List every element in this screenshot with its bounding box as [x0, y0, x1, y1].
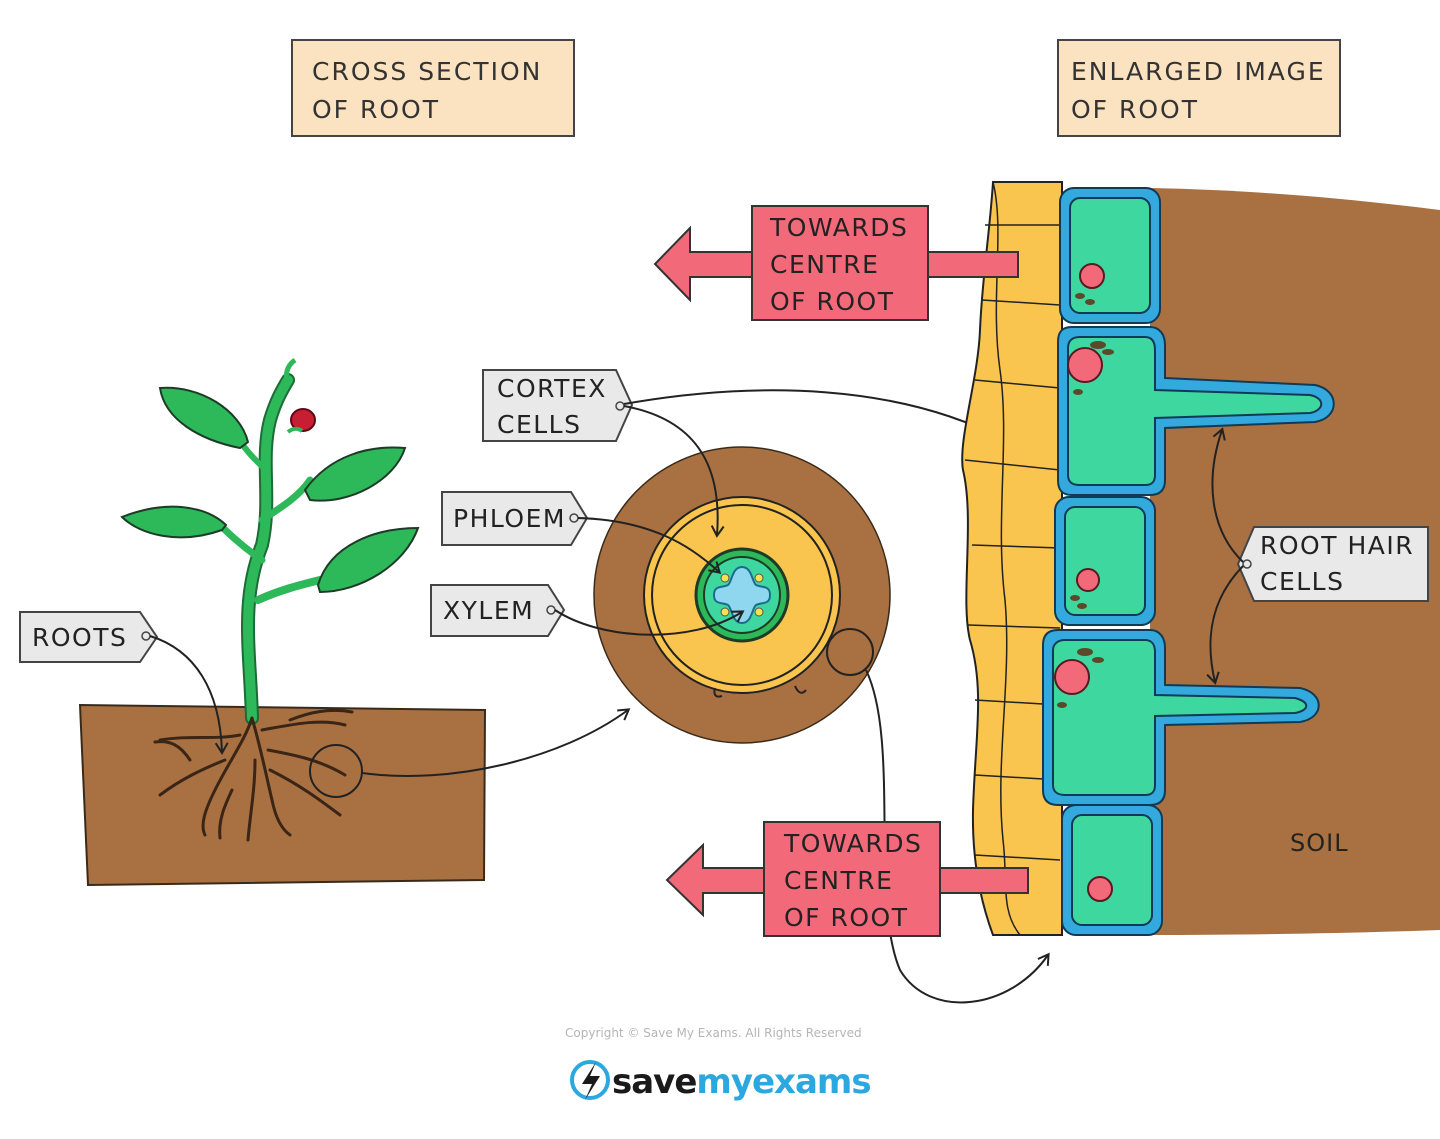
copyright-text: Copyright © Save My Exams. All Rights Re…: [565, 1026, 862, 1040]
zoom-arrow-to-cross-section: [361, 708, 631, 777]
epidermis-cell: [1059, 187, 1161, 324]
bottom-arrow-line1: TOWARDS: [783, 829, 922, 858]
cortex-label-line2: CELLS: [497, 410, 581, 439]
lightning-logo-icon: [570, 1060, 610, 1100]
cross-section-heading-line1: CROSS SECTION: [312, 57, 542, 86]
brand-exams: exams: [752, 1062, 871, 1102]
cross-section-heading-line2: OF ROOT: [312, 95, 440, 124]
root-hair-cells-label: ROOT HAIR CELLS: [1206, 427, 1429, 685]
leaf-icon: [158, 386, 250, 450]
svg-text:savemyexams: savemyexams: [612, 1062, 871, 1102]
phloem-label-text: PHLOEM: [453, 504, 566, 533]
soil-label: SOIL: [1290, 829, 1349, 857]
enlarged-image-heading: ENLARGED IMAGE OF ROOT: [1057, 39, 1341, 137]
brand-save: save: [612, 1062, 696, 1102]
plant-root-system: [153, 708, 354, 842]
roots-label-text: ROOTS: [32, 623, 127, 652]
cortex-label-line1: CORTEX: [497, 374, 607, 403]
bottom-arrow-line2: CENTRE: [784, 866, 893, 895]
root-hair-cell: [1057, 326, 1335, 496]
plant-stem: [243, 375, 293, 723]
top-arrow-line3: OF ROOT: [770, 287, 895, 316]
leaf-icon: [120, 505, 228, 539]
bottom-arrow-line3: OF ROOT: [784, 903, 909, 932]
flower-bud-icon: [290, 408, 316, 432]
root-magnify-circle: [309, 744, 363, 798]
epidermis-cell: [1054, 496, 1156, 626]
enlarged-heading-line1: ENLARGED IMAGE: [1071, 57, 1326, 86]
cortex-cells-label: CORTEX CELLS: [482, 369, 1008, 538]
top-arrow-line2: CENTRE: [770, 250, 879, 279]
plant-soil: [78, 703, 487, 887]
xylem-cross: [712, 565, 772, 625]
towards-centre-arrow-top: TOWARDS CENTRE OF ROOT: [653, 205, 1019, 321]
roots-label: ROOTS: [19, 611, 229, 755]
leaf-icon: [316, 526, 420, 594]
cross-section-magnify-circle: [826, 628, 874, 676]
epidermis-cell: [1061, 804, 1163, 936]
plant-illustration: [78, 357, 631, 887]
top-arrow-line1: TOWARDS: [769, 213, 908, 242]
root-hair-label-line2: CELLS: [1260, 567, 1344, 596]
enlarged-heading-line2: OF ROOT: [1071, 95, 1199, 124]
towards-centre-arrow-bottom: TOWARDS CENTRE OF ROOT: [665, 821, 1029, 937]
enlarged-cortex: [961, 181, 1063, 936]
brand-my: my: [696, 1062, 752, 1102]
xylem-label-text: XYLEM: [443, 596, 534, 625]
save-my-exams-logo: savemyexams: [570, 1060, 872, 1102]
enlarged-root: SOIL: [961, 181, 1440, 936]
root-hair-label-line1: ROOT HAIR: [1260, 531, 1414, 560]
xylem-label: XYLEM: [430, 584, 745, 637]
root-hair-cell: [1042, 629, 1320, 806]
leaf-icon: [303, 446, 407, 502]
phloem-label: PHLOEM: [441, 491, 722, 575]
cross-section-heading: CROSS SECTION OF ROOT: [291, 39, 575, 137]
zoom-arrow-to-enlarged: [865, 669, 1050, 1004]
